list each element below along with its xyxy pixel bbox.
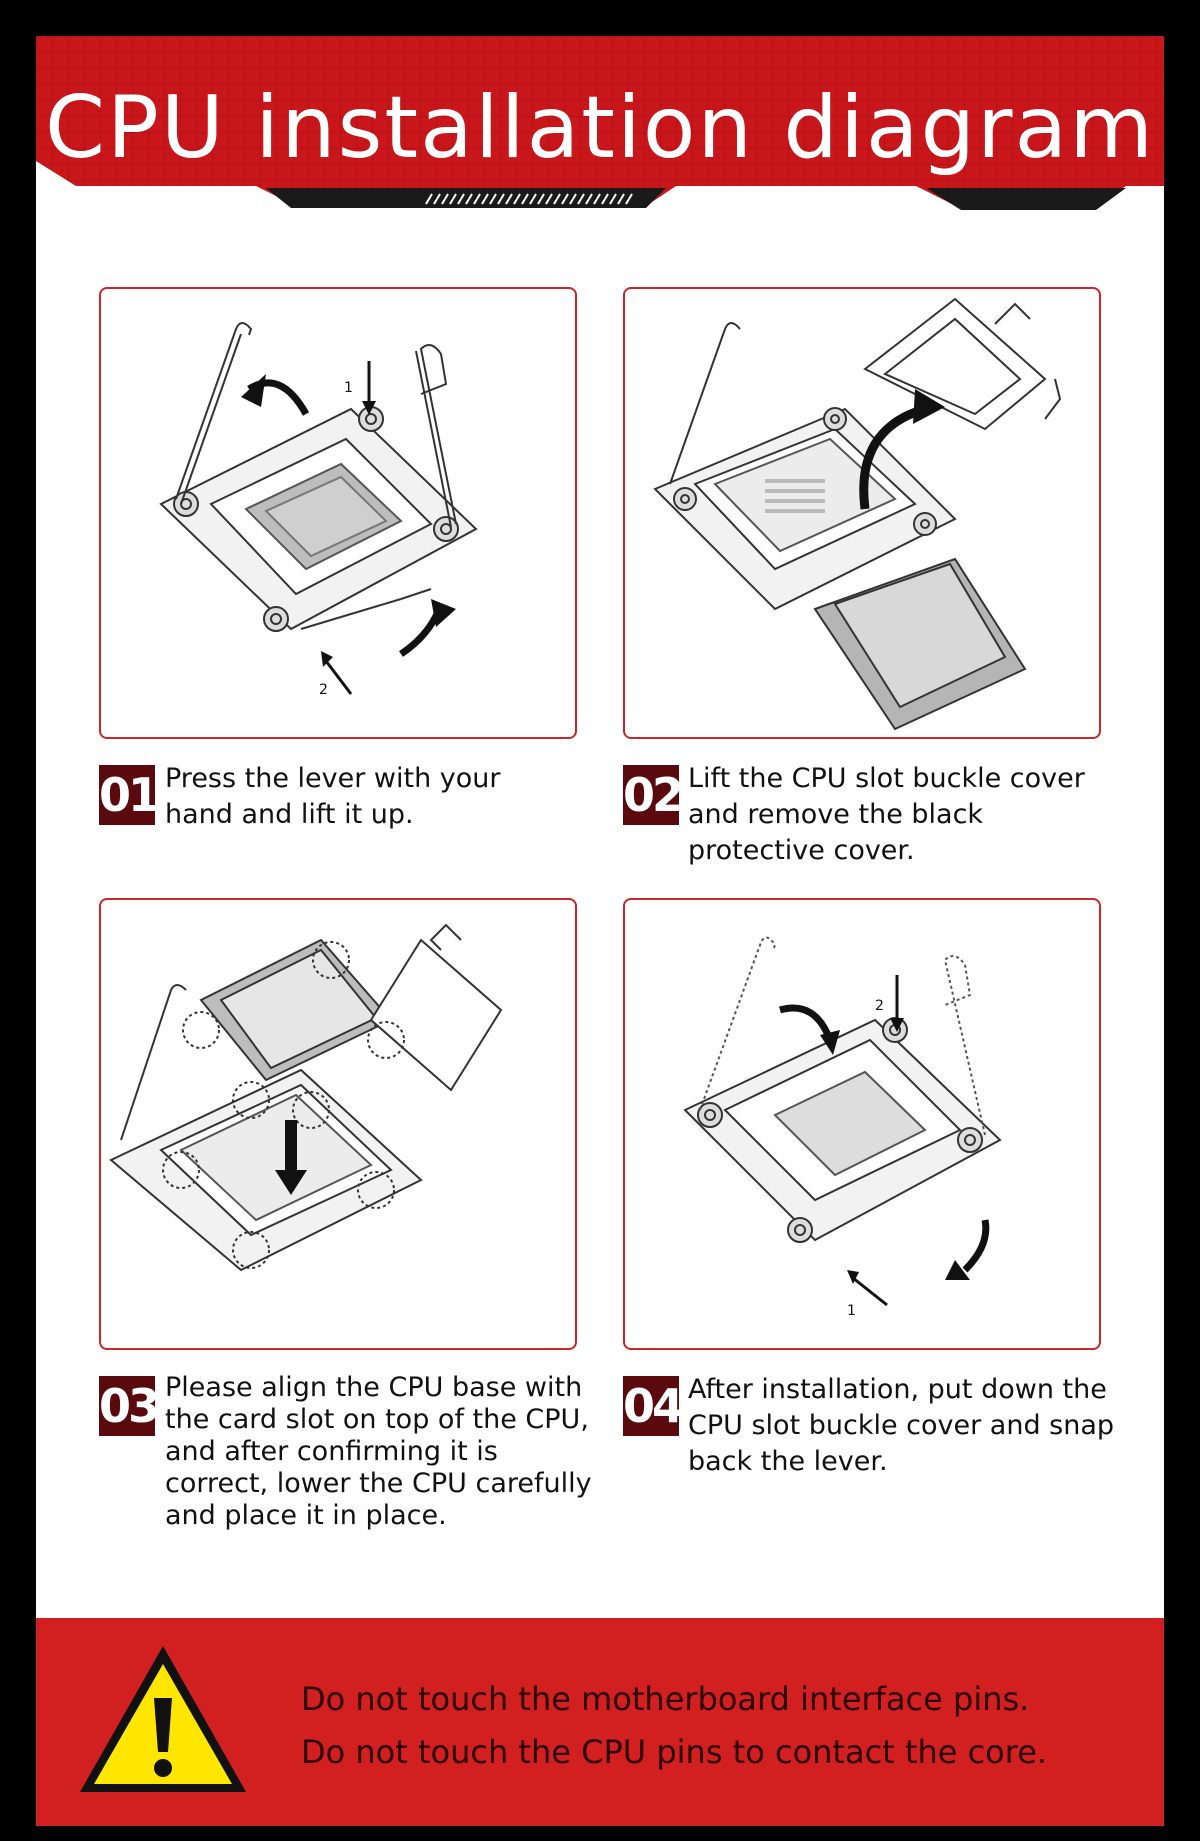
header-background [36,36,1164,210]
step-4-text: After installation, put down the CPU slo… [688,1374,1115,1477]
header-banner: CPU installation diagram [36,36,1164,224]
warning-triangle-icon [80,1646,246,1792]
warning-band: Do not touch the motherboard interface p… [36,1618,1164,1826]
callout-1: 1 [344,380,353,396]
step-3-text: Please align the CPU base with the card … [165,1372,592,1531]
step-1-illustration: 1 2 [99,287,577,739]
callout-1: 1 [847,1303,856,1319]
cpu-lever-closed-illustration: 2 1 [683,936,1002,1319]
step-4-number: 04 [623,1376,684,1436]
step-2-illustration [623,287,1101,739]
step-4-illustration: 2 1 [623,898,1101,1350]
callout-2: 2 [875,998,884,1014]
page: CPU installation diagram [36,36,1164,1826]
step-2-number: 02 [623,765,684,825]
cpu-socket-open-illustration [653,297,1062,731]
page-title: CPU installation diagram [45,78,1155,178]
cpu-alignment-illustration [109,923,503,1272]
step-1-text: Press the lever with your hand and lift … [165,763,501,830]
step-3-illustration [99,898,577,1350]
warning-line-1: Do not touch the motherboard interface p… [301,1680,1030,1718]
warning-line-2: Do not touch the CPU pins to contact the… [301,1733,1048,1771]
step-1-number: 01 [99,765,160,825]
cpu-socket-illustration: 1 2 [159,322,478,698]
step-2-text: Lift the CPU slot buckle cover and remov… [688,763,1085,866]
step-3-number: 03 [99,1376,160,1436]
callout-2: 2 [319,682,328,698]
